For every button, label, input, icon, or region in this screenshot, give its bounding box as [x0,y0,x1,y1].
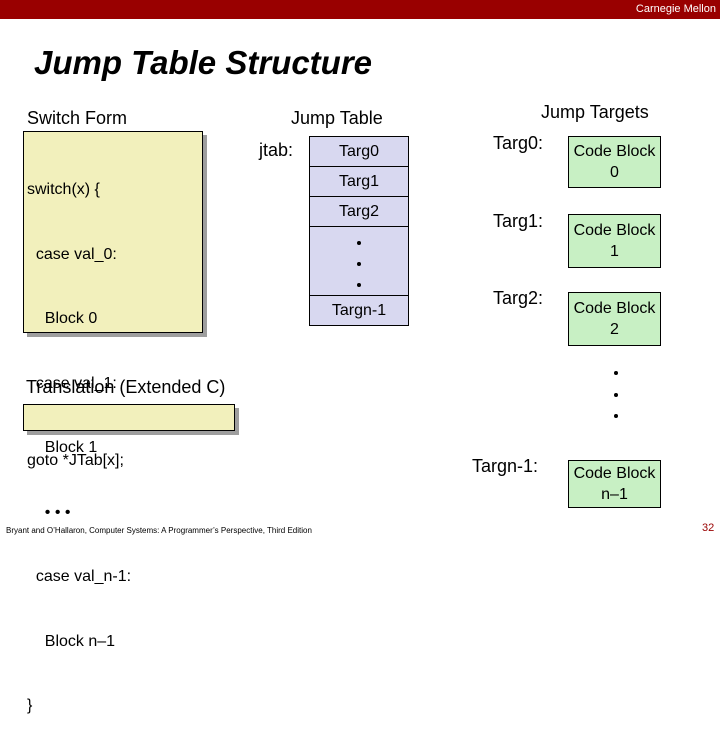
code-line: Block 1 [27,439,98,456]
jump-table-entry-last: Targn-1 [310,295,408,325]
code-line: switch(x) { [27,181,100,198]
code-line: } [27,697,33,714]
target-label: Targn-1: [472,456,539,476]
code-block: Code Block 1 [568,214,661,268]
code-line: goto *JTab[x]; [27,452,124,469]
code-block: Code Block n–1 [568,460,661,508]
jump-table-heading: Jump Table [291,108,383,128]
code-block-index: 2 [610,321,619,338]
switch-form-heading: Switch Form [27,108,128,128]
switch-form-box: switch(x) { case val_0: Block 0 case val… [23,131,203,714]
jump-targets-heading: Jump Targets [541,102,649,122]
code-line: • • • [27,503,71,521]
ellipsis-dot [357,283,361,287]
code-line: Block n–1 [27,632,116,650]
code-block-index: n–1 [601,486,628,503]
jump-table-entry: Targ2 [310,197,408,227]
code-line: case val_n-1: [27,568,132,585]
footer-citation: Bryant and O’Hallaron, Computer Systems:… [6,526,312,535]
jump-table: Targ0 Targ1 Targ2 Targn-1 [309,136,409,326]
ellipsis-dot [614,393,618,397]
ellipsis-dot [357,241,361,245]
code-block: Code Block 2 [568,292,661,346]
code-line: case val_1: [27,374,117,392]
code-line: case val_0: [27,245,117,263]
code-block-title: Code Block [573,222,656,239]
jtab-label: jtab: [259,140,294,160]
target-label: Targ2: [493,288,544,308]
slide-title: Jump Table Structure [34,44,373,81]
code-line: Block 0 [27,310,98,327]
jump-table-entry: Targ0 [310,137,408,167]
code-block-title: Code Block [573,143,656,160]
ellipsis-dot [614,371,618,375]
jump-table-entry: Targ1 [310,167,408,197]
ellipsis-dot [357,262,361,266]
code-block-title: Code Block [573,465,656,482]
brand-label: Carnegie Mellon [635,3,716,15]
header-bar: Carnegie Mellon [0,0,720,19]
code-block-index: 1 [610,243,619,260]
target-label: Targ1: [493,211,544,231]
code-block-index: 0 [610,164,619,181]
page-number: 32 [702,522,715,534]
ellipsis-dot [614,414,618,418]
code-block-title: Code Block [573,300,656,317]
translation-code-box: goto *JTab[x]; [23,404,235,469]
target-label: Targ0: [493,133,544,153]
translation-heading: Translation (Extended C) [26,377,226,397]
code-block: Code Block 0 [568,136,661,188]
